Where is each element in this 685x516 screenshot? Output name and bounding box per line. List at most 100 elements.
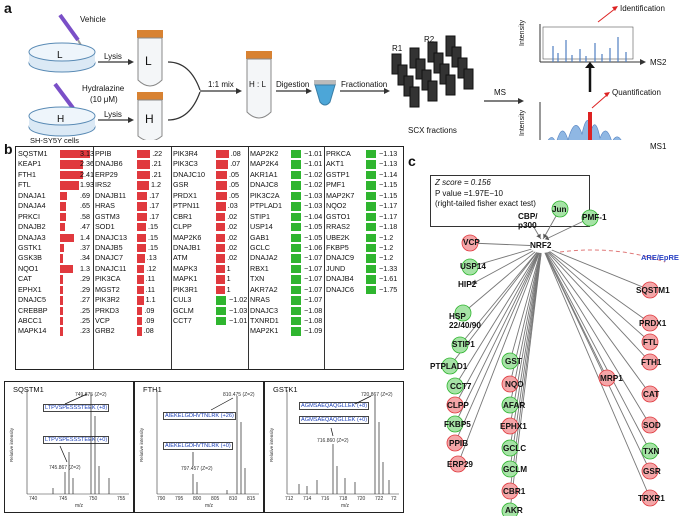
fold-change-value: 1 [226, 263, 231, 273]
gene-name: RBX1 [250, 263, 269, 273]
down-bar [291, 317, 301, 326]
node-stip1 [451, 336, 469, 354]
tube-light-label: L [145, 54, 152, 68]
fold-change-value: −1.05 [304, 232, 323, 242]
spectrum-title: SQSTM1 [13, 385, 44, 394]
fold-change-value: .09 [144, 305, 155, 315]
down-bar [291, 223, 301, 232]
gene-name: DNAJC6 [326, 284, 354, 294]
edge-sqstm1 [541, 245, 651, 291]
label-pmf1: PMF-1 [582, 213, 607, 222]
fold-change-value: .17 [149, 211, 160, 221]
spectrum-peaks [286, 390, 399, 495]
x-axis-label: m/z [75, 503, 84, 509]
gene-name: PIK3R1 [173, 284, 198, 294]
gene-name: IRS2 [95, 180, 111, 190]
gene-name: GAB1 [250, 232, 270, 242]
spectrum-peaks [26, 390, 129, 495]
down-bar [366, 202, 376, 211]
fold-change-value: .21 [151, 169, 162, 179]
up-bar [137, 243, 146, 253]
gene-name: FTH1 [18, 169, 36, 179]
fold-change-value: .07 [230, 159, 241, 169]
gene-name: DNAJB1 [173, 242, 201, 252]
tick-755: 755 [117, 496, 126, 502]
label-akr: AKR [505, 506, 523, 515]
node-txn [641, 442, 659, 460]
up-bar [216, 160, 229, 169]
gene-name: DNAJB6 [95, 159, 123, 169]
gene-name: CCT7 [173, 316, 192, 325]
gene-name: DNAJA1 [18, 190, 46, 200]
gene-name: CLPP [173, 222, 192, 232]
spectrum-fth1: FTH1 810.475 (Z=2) AIEKELGDHVTNLRK (+26)… [134, 381, 264, 513]
gene-name: PRKCI [18, 211, 40, 221]
tick-805: 805 [211, 496, 220, 502]
fold-change-value: −1.15 [379, 190, 398, 200]
edge-ppib [454, 245, 543, 444]
up-bar [137, 306, 143, 315]
arrowhead [543, 233, 548, 239]
mix-label: 1:1 mix [208, 80, 234, 89]
gene-name: AKR7A2 [250, 284, 278, 294]
gene-name: ABCC1 [18, 316, 42, 325]
down-bar [366, 275, 376, 284]
gene-name: MAP2K2 [250, 149, 279, 158]
gene-name: JUND [326, 263, 346, 273]
up-bar [60, 243, 64, 253]
up-bar [60, 254, 64, 263]
gene-name: GSTO1 [326, 211, 351, 221]
fold-change-value: −1.75 [379, 284, 398, 294]
edge-cct7 [454, 245, 543, 387]
down-bar [291, 212, 301, 222]
gene-name: DNAJC11 [95, 263, 127, 273]
up-bar [60, 275, 63, 284]
gene-name: GSTM3 [95, 211, 120, 221]
up-bar [137, 233, 146, 242]
down-bar [291, 191, 301, 201]
edge-erp29 [457, 245, 543, 465]
fold-change-value: .23 [80, 326, 90, 336]
label-nqo: NQO [505, 380, 524, 389]
fold-change-value: .22 [152, 149, 163, 158]
panel-a-label: a [4, 0, 12, 16]
arrowhead [544, 235, 550, 241]
digest-tube-icon [314, 80, 336, 106]
up-bar [216, 264, 225, 274]
gene-name: NQO2 [326, 201, 347, 211]
node-pmf1 [581, 209, 599, 227]
fold-change-value: 2.41 [80, 169, 94, 179]
tick-712: 712 [285, 496, 294, 502]
fold-change-value: −1.06 [304, 242, 323, 252]
node-sqstm1 [641, 281, 659, 299]
nrf2-node [530, 239, 554, 253]
edge-trxr1 [541, 245, 651, 499]
gene-name: PTPN11 [173, 201, 200, 211]
gene-name: EPHX1 [18, 284, 42, 294]
ms2-spectrum [539, 6, 646, 65]
label-vcp: VCP [463, 238, 480, 247]
fold-change-value: .02 [227, 253, 238, 263]
fold-change-value: −1.2 [379, 232, 394, 242]
gene-name: GSR [173, 180, 189, 190]
gene-name: PTPLAD1 [250, 201, 282, 211]
peptide-light: AIEKELGDHVTNLRK (+0) [163, 442, 233, 450]
up-bar [137, 212, 148, 222]
fold-change-value: 3.13 [80, 149, 94, 158]
spectrum-gstk1: GSTK1 720.867 (Z=2) AGMSAEQAQGLLEK (+8) … [264, 381, 404, 513]
down-bar [291, 275, 301, 284]
edge-sod [541, 245, 651, 426]
gene-name: RRAS2 [326, 222, 350, 232]
down-bar [291, 306, 301, 315]
tube-heavy-label: H [145, 112, 154, 126]
down-bar [291, 285, 301, 295]
fold-change-value: .17 [149, 201, 160, 211]
fold-change-value: .05 [229, 169, 239, 179]
down-bar [291, 327, 301, 336]
up-bar [137, 223, 146, 232]
down-bar [366, 223, 376, 232]
fold-change-value: .15 [148, 222, 158, 232]
fold-change-value: .02 [227, 242, 238, 252]
fold-change-value: −1.17 [379, 201, 398, 211]
